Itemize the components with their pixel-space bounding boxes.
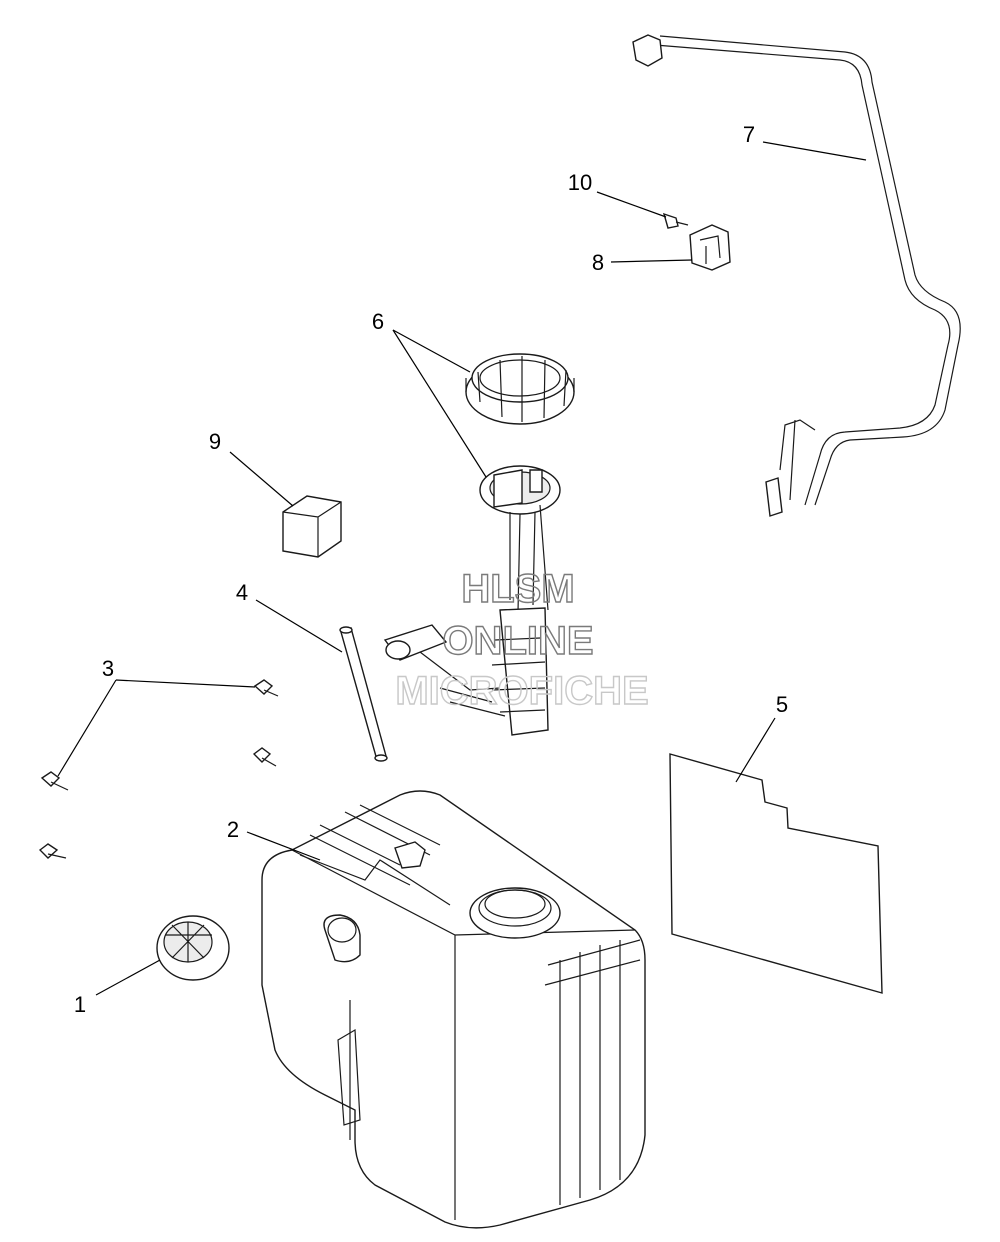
part-6-lock-ring (465, 353, 575, 425)
leader-6b (392, 329, 487, 478)
part-5-shield (669, 753, 883, 994)
part-2-fuel-tank (261, 790, 646, 1229)
leader-3b (57, 679, 117, 777)
part-7-vent-hose (632, 34, 961, 517)
leader-3a (115, 679, 256, 688)
part-1-fuel-cap (156, 915, 230, 981)
bolt (253, 679, 279, 697)
part-3-bolts (38, 679, 279, 859)
leader-6a (392, 329, 471, 373)
leader-5 (735, 717, 776, 783)
leader-2 (246, 831, 321, 861)
callout-2: 2 (227, 817, 239, 842)
part-9-foam-block (282, 495, 342, 558)
bolt (252, 747, 277, 767)
leader-7 (762, 141, 867, 161)
leader-8 (610, 259, 693, 263)
part-10-screw (662, 212, 689, 229)
callout-1: 1 (74, 992, 86, 1017)
watermark-line-1: HLSM (461, 567, 574, 611)
callout-3: 3 (102, 656, 114, 681)
watermark-line-3: MICROFICHE (395, 669, 648, 713)
watermark: HLSM ONLINE MICROFICHE (395, 566, 650, 713)
callout-10: 10 (568, 170, 592, 195)
callout-4: 4 (236, 580, 248, 605)
watermark-line-2: ONLINE (442, 619, 593, 663)
part-4-tube (339, 626, 388, 762)
leader-lines (57, 141, 867, 996)
callout-9: 9 (209, 429, 221, 454)
callout-labels: 1 2 3 4 5 6 7 8 9 10 (74, 122, 788, 1017)
leader-9 (229, 451, 294, 507)
bolt (38, 843, 67, 859)
callout-8: 8 (592, 250, 604, 275)
part-6-fuel-pump (383, 465, 561, 736)
leader-1 (95, 959, 161, 996)
callout-6: 6 (372, 309, 384, 334)
leader-10 (596, 191, 667, 218)
callout-7: 7 (743, 122, 755, 147)
callout-5: 5 (776, 692, 788, 717)
part-8-clamp (689, 224, 731, 271)
leader-4 (255, 599, 343, 653)
bolt (40, 771, 69, 791)
